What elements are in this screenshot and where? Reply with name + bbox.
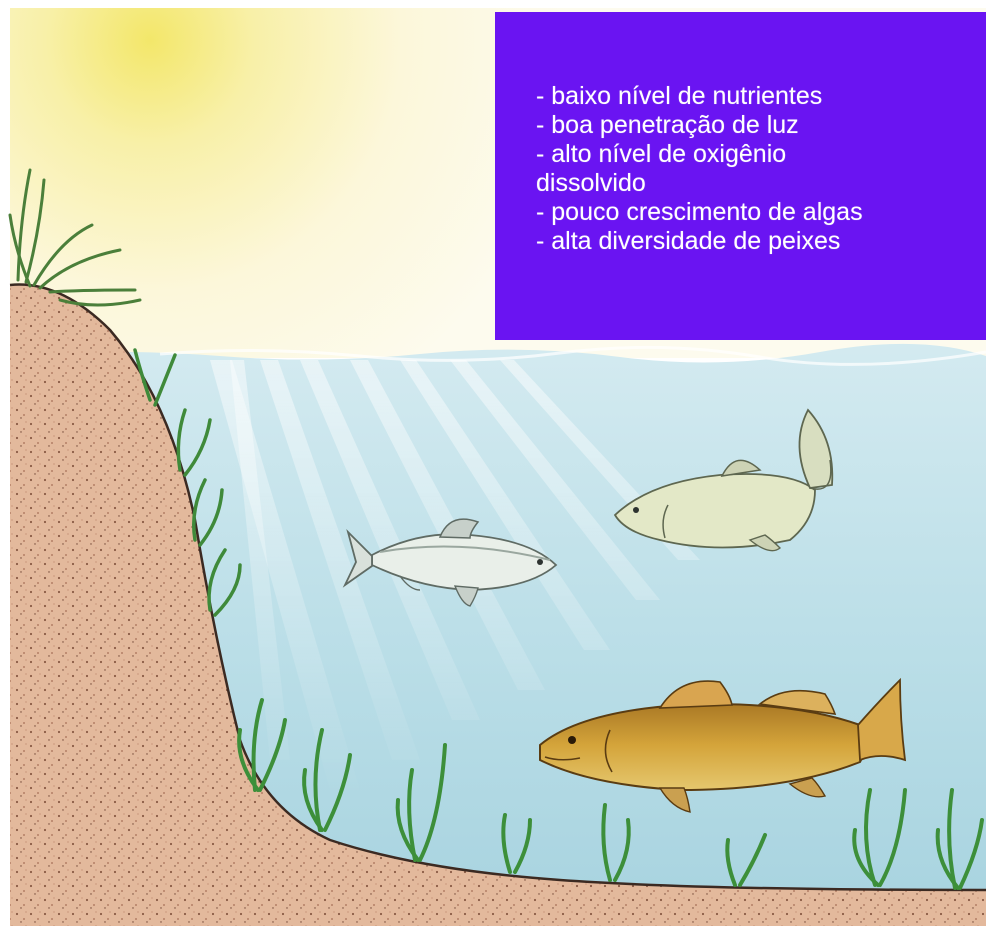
caption-line: - baixo nível de nutrientes <box>536 82 976 111</box>
caption-line: - alto nível de oxigênio <box>536 140 976 169</box>
caption-line: - boa penetração de luz <box>536 111 976 140</box>
caption-line: dissolvido <box>536 169 976 198</box>
caption-text: - baixo nível de nutrientes - boa penetr… <box>536 82 976 256</box>
caption-line: - alta diversidade de peixes <box>536 227 976 256</box>
caption-line: - pouco crescimento de algas <box>536 198 976 227</box>
